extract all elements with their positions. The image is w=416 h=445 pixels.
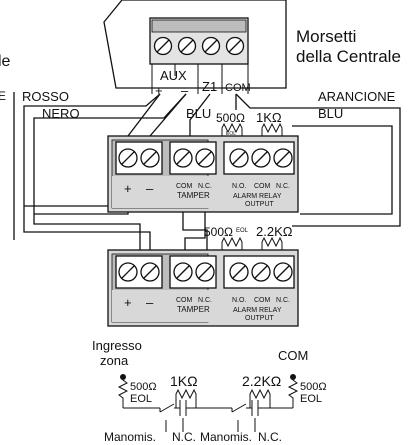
switch-tamper-a-label: Manomis. <box>104 430 156 444</box>
detector1-relay-label1: ALARM RELAY <box>233 193 282 200</box>
schematic-1k-value: 1KΩ <box>170 373 198 389</box>
schematic-com-label: COM <box>278 348 308 363</box>
switch-nc-b-label: N.C. <box>258 430 282 444</box>
detector2-relay-com: COM <box>254 297 271 304</box>
detector2-minus: – <box>146 295 154 310</box>
top-eol-value: 500Ω <box>216 111 245 125</box>
top-eol-resistor: 500Ω EOL <box>216 111 245 137</box>
panel-title-line2: della Centrale <box>296 47 401 66</box>
detector-1: + – COM N.C. TAMPER N.O. COM N.C. ALARM … <box>107 135 299 213</box>
mid-eol-value: 500Ω <box>204 225 233 239</box>
detector1-minus: – <box>146 181 154 196</box>
mid-eol-tag: EOL <box>236 228 249 234</box>
aux-label: AUX <box>160 68 187 83</box>
detector1-relay-label2: OUTPUT <box>245 201 275 208</box>
detector2-tamper-label: TAMPER <box>177 305 210 314</box>
switch-nc-a-label: N.C. <box>172 430 196 444</box>
detector-2: + – COM N.C. TAMPER N.O. COM N.C. ALARM … <box>107 249 299 327</box>
wire-blue-top-label: BLU <box>186 106 211 121</box>
detector2-relay-label1: ALARM RELAY <box>233 307 282 314</box>
panel-screw-terminals <box>153 36 245 56</box>
detector1-relay-no: N.O. <box>232 183 246 190</box>
switch-tamper-b-label: Manomis. <box>200 430 252 444</box>
wire-red-label: ROSSO <box>22 89 69 104</box>
zone-input-line2: zona <box>100 353 129 368</box>
aux-minus-label: – <box>181 83 189 98</box>
detector2-relay-label2: OUTPUT <box>245 315 275 322</box>
detector2-relay-nc: N.C. <box>276 297 290 304</box>
detector1-tamper-label: TAMPER <box>177 191 210 200</box>
detector1-tamper-nc: N.C. <box>198 183 212 190</box>
left-stub-label: E <box>0 89 6 103</box>
detector2-tamper-nc: N.C. <box>198 297 212 304</box>
zone-input-line1: Ingresso <box>92 338 142 353</box>
control-panel: Morsetti della Centrale le AUX + – Z1 CO… <box>0 0 401 98</box>
mid-22k-value: 2.2KΩ <box>256 224 293 239</box>
panel-title-line1: Morsetti <box>296 27 356 46</box>
detector1-relay-com: COM <box>254 183 271 190</box>
wire-blue-right-label: BLU <box>318 106 343 121</box>
top-1k-value: 1KΩ <box>256 110 282 125</box>
wire-black-label: NERO <box>42 106 80 121</box>
mid-eol-resistor: 500Ω EOL <box>204 225 249 250</box>
schematic-eol-left-value: 500Ω <box>130 381 157 393</box>
left-edge-label: le <box>0 53 11 70</box>
detector2-plus: + <box>124 295 132 310</box>
com-label: COM <box>225 82 251 94</box>
detector1-screws <box>118 148 293 168</box>
mid-22k-resistor: 2.2KΩ <box>256 224 293 250</box>
detector2-tamper-com: COM <box>176 297 193 304</box>
schematic-eol-left-tag: EOL <box>130 393 152 405</box>
equivalent-schematic: Ingresso zona COM 500Ω EOL 500Ω EOL 1KΩ <box>92 338 327 444</box>
top-1k-resistor: 1KΩ <box>256 110 283 136</box>
zone1-label: Z1 <box>202 79 217 94</box>
aux-plus-label: + <box>155 83 163 98</box>
schematic-eol-right-value: 500Ω <box>300 381 327 393</box>
detector1-tamper-com: COM <box>176 183 193 190</box>
detector1-plus: + <box>124 181 132 196</box>
schematic-eol-right-tag: EOL <box>300 393 322 405</box>
detector2-relay-no: N.O. <box>232 297 246 304</box>
top-eol-tag: EOL <box>226 131 236 137</box>
detector1-relay-nc: N.C. <box>276 183 290 190</box>
wire-orange-label: ARANCIONE <box>318 89 396 104</box>
detector2-screws <box>118 262 293 282</box>
schematic-22k-value: 2.2KΩ <box>242 373 281 389</box>
